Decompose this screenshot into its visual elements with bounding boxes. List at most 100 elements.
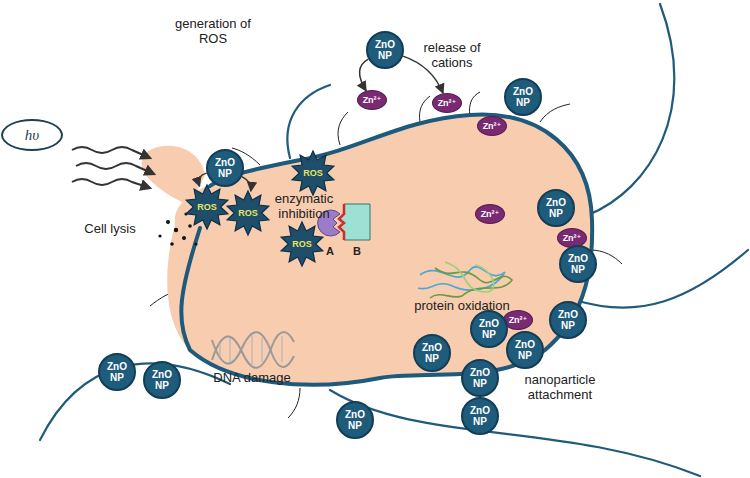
hair xyxy=(540,104,570,122)
node-text: ZnO NP xyxy=(553,309,583,331)
zno-nanoparticle: ZnO NP xyxy=(461,397,499,435)
wavy-arrow xyxy=(72,179,150,188)
debris-dot xyxy=(170,242,174,246)
curved-arrow xyxy=(360,59,369,91)
node-text: ZnO NP xyxy=(465,405,495,427)
light-source-oval: hυ xyxy=(1,119,63,151)
node-text: ZnO NP xyxy=(474,318,504,340)
node-text: ZnO NP xyxy=(370,39,400,61)
light-rays xyxy=(72,147,154,188)
node-text: ZnO NP xyxy=(510,339,540,361)
annotation-label: A xyxy=(320,244,340,259)
node-text: Zn²⁺ xyxy=(363,95,382,105)
debris-dot xyxy=(188,224,192,228)
ros-star: ROS xyxy=(226,191,270,235)
node-text: ZnO NP xyxy=(541,197,571,219)
zno-nanoparticle: ZnO NP xyxy=(559,245,597,283)
binding-edge xyxy=(339,204,344,240)
zno-nanoparticle: ZnO NP xyxy=(366,31,404,69)
annotation-label: generation of ROS xyxy=(168,16,258,46)
hair xyxy=(419,96,430,122)
node-text: ZnO NP xyxy=(340,409,370,431)
annotation-label: enzymatic inhibition xyxy=(268,191,340,221)
dna-rung xyxy=(251,335,252,366)
zinc-ion: Zn²⁺ xyxy=(475,204,505,224)
zno-nanoparticle: ZnO NP xyxy=(206,149,244,187)
node-text: ZnO NP xyxy=(102,361,132,383)
node-text: ZnO NP xyxy=(465,367,495,389)
debris-dot xyxy=(174,228,178,232)
flagella xyxy=(40,4,748,476)
node-text: ZnO NP xyxy=(147,369,177,391)
annotation-label: nanoparticle attachment xyxy=(510,372,610,402)
debris-dot xyxy=(166,220,170,224)
protein-tangle xyxy=(418,262,512,298)
star-shape xyxy=(292,151,334,195)
ros-star: ROS xyxy=(291,151,335,195)
protein-strand xyxy=(430,268,512,298)
inhibitor-b xyxy=(339,204,370,240)
zno-nanoparticle: ZnO NP xyxy=(537,189,575,227)
hair xyxy=(338,112,348,145)
annotation-label: release of cations xyxy=(416,40,488,70)
star-shape xyxy=(186,185,228,229)
zinc-ion: Zn²⁺ xyxy=(357,90,387,110)
curved-arrow xyxy=(199,173,207,186)
zno-nanoparticle: ZnO NP xyxy=(506,331,544,369)
ros-star: ROS xyxy=(185,185,229,229)
zno-nanoparticle: ZnO NP xyxy=(336,401,374,439)
node-text: Zn²⁺ xyxy=(483,121,502,131)
zno-nanoparticle: ZnO NP xyxy=(413,334,451,372)
node-text: ROS xyxy=(303,168,323,178)
annotation-label: B xyxy=(347,244,367,259)
flagellum xyxy=(575,250,748,308)
node-text: Zn²⁺ xyxy=(563,233,582,243)
node-text: ZnO NP xyxy=(210,157,240,179)
annotation-label: Cell lysis xyxy=(65,221,155,236)
zno-nanoparticle: ZnO NP xyxy=(98,353,136,391)
node-text: hυ xyxy=(25,127,39,144)
curved-arrow xyxy=(242,177,251,192)
dna-helix xyxy=(212,332,294,368)
star-shape xyxy=(281,222,323,266)
dna-rung xyxy=(281,336,282,362)
zinc-ion: Zn²⁺ xyxy=(477,116,507,136)
cytoplasm xyxy=(167,115,592,385)
protein-strand xyxy=(445,262,494,292)
node-text: ROS xyxy=(292,239,312,249)
wavy-arrow xyxy=(76,163,154,174)
zno-nanoparticle: ZnO NP xyxy=(461,359,499,397)
node-text: Zn²⁺ xyxy=(438,98,457,108)
flagellum xyxy=(588,4,674,215)
lysis-debris xyxy=(158,212,197,245)
dna-rungs xyxy=(220,335,282,366)
zno-nanoparticle: ZnO NP xyxy=(504,78,542,116)
node-text: ZnO NP xyxy=(563,253,593,275)
debris-dot xyxy=(182,236,186,240)
dna-strand xyxy=(212,332,294,368)
flagellum xyxy=(287,85,330,158)
annotation-label: DNA damage xyxy=(202,370,302,385)
annotation-label: protein oxidation xyxy=(397,298,527,313)
debris-dot xyxy=(158,234,161,237)
dna-rung xyxy=(229,338,230,362)
zno-nanoparticle: ZnO NP xyxy=(470,310,508,348)
star-shape xyxy=(227,191,269,235)
flagellum xyxy=(330,390,700,476)
node-text: ZnO NP xyxy=(508,86,538,108)
zno-nanoparticle: ZnO NP xyxy=(549,301,587,339)
hair xyxy=(288,388,300,418)
zinc-ion: Zn²⁺ xyxy=(432,93,462,113)
node-text: Zn²⁺ xyxy=(481,209,500,219)
dna-rung xyxy=(261,338,262,362)
ros-star: ROS xyxy=(280,222,324,266)
dna-strand xyxy=(212,332,294,367)
cell-hairs xyxy=(150,92,622,418)
wavy-arrow xyxy=(72,147,150,158)
node-text: ROS xyxy=(197,202,217,212)
node-text: Zn²⁺ xyxy=(509,315,528,325)
cell-membrane xyxy=(181,115,592,385)
